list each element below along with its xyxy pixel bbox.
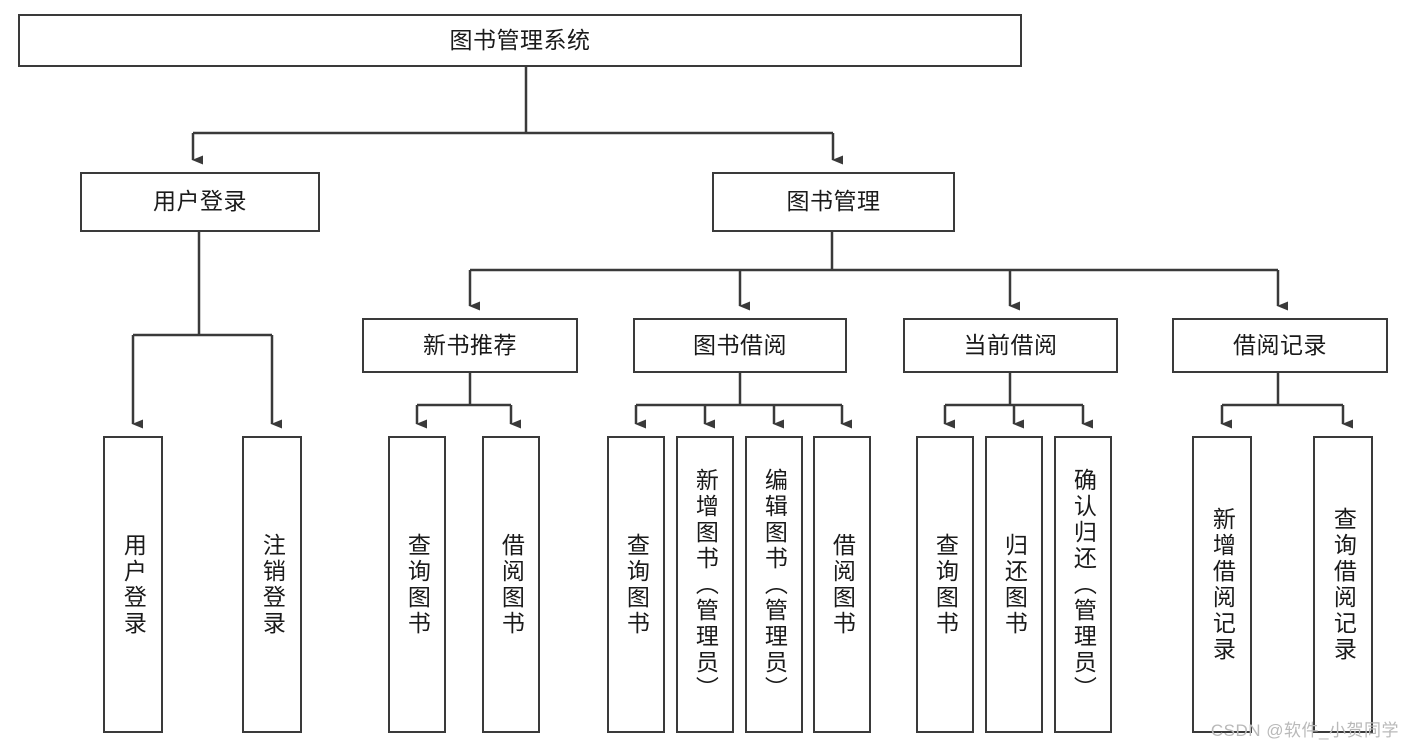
node-label: 新增借阅记录: [1209, 506, 1236, 663]
node-label: 编辑图书（管理员）: [761, 467, 788, 702]
leaf-current-borrow-return[interactable]: 归还图书: [985, 436, 1043, 733]
node-label: 用户登录: [120, 532, 147, 637]
node-label: 查询图书: [932, 532, 959, 637]
leaf-book-borrow-add[interactable]: 新增图书（管理员）: [676, 436, 734, 733]
node-label: 用户登录: [153, 188, 247, 215]
node-label: 查询图书: [404, 532, 431, 637]
node-book-borrow[interactable]: 图书借阅: [633, 318, 847, 373]
node-label: 借阅记录: [1233, 331, 1327, 358]
node-label: 借阅图书: [498, 532, 525, 637]
leaf-book-borrow-query[interactable]: 查询图书: [607, 436, 665, 733]
node-root-book-management-system[interactable]: 图书管理系统: [18, 14, 1022, 67]
node-label: 新书推荐: [423, 331, 517, 358]
leaf-new-book-borrow[interactable]: 借阅图书: [482, 436, 540, 733]
node-label: 当前借阅: [963, 331, 1058, 358]
leaf-book-borrow-borrow[interactable]: 借阅图书: [813, 436, 871, 733]
leaf-user-login-logout[interactable]: 注销登录: [242, 436, 302, 733]
node-current-borrow[interactable]: 当前借阅: [903, 318, 1118, 373]
node-label: 图书借阅: [693, 331, 787, 358]
node-user-login[interactable]: 用户登录: [80, 172, 320, 232]
node-label: 查询借阅记录: [1330, 506, 1357, 663]
node-borrow-record[interactable]: 借阅记录: [1172, 318, 1388, 373]
leaf-book-borrow-edit[interactable]: 编辑图书（管理员）: [745, 436, 803, 733]
node-book-management[interactable]: 图书管理: [712, 172, 955, 232]
node-label: 查询图书: [623, 532, 650, 637]
node-label: 确认归还（管理员）: [1070, 467, 1097, 702]
watermark: CSDN @软件_小贺同学: [1210, 721, 1399, 740]
leaf-borrow-record-add[interactable]: 新增借阅记录: [1192, 436, 1252, 733]
leaf-current-borrow-query[interactable]: 查询图书: [916, 436, 974, 733]
node-new-book-recommend[interactable]: 新书推荐: [362, 318, 578, 373]
node-label: 新增图书（管理员）: [692, 467, 719, 702]
node-label: 图书管理系统: [449, 26, 591, 53]
leaf-user-login-login[interactable]: 用户登录: [103, 436, 163, 733]
leaf-current-borrow-confirm-return[interactable]: 确认归还（管理员）: [1054, 436, 1112, 733]
leaf-borrow-record-query[interactable]: 查询借阅记录: [1313, 436, 1373, 733]
node-label: 注销登录: [259, 532, 286, 637]
node-label: 借阅图书: [829, 532, 856, 637]
node-label: 图书管理: [786, 188, 881, 215]
node-label: 归还图书: [1001, 532, 1028, 637]
leaf-new-book-query[interactable]: 查询图书: [388, 436, 446, 733]
